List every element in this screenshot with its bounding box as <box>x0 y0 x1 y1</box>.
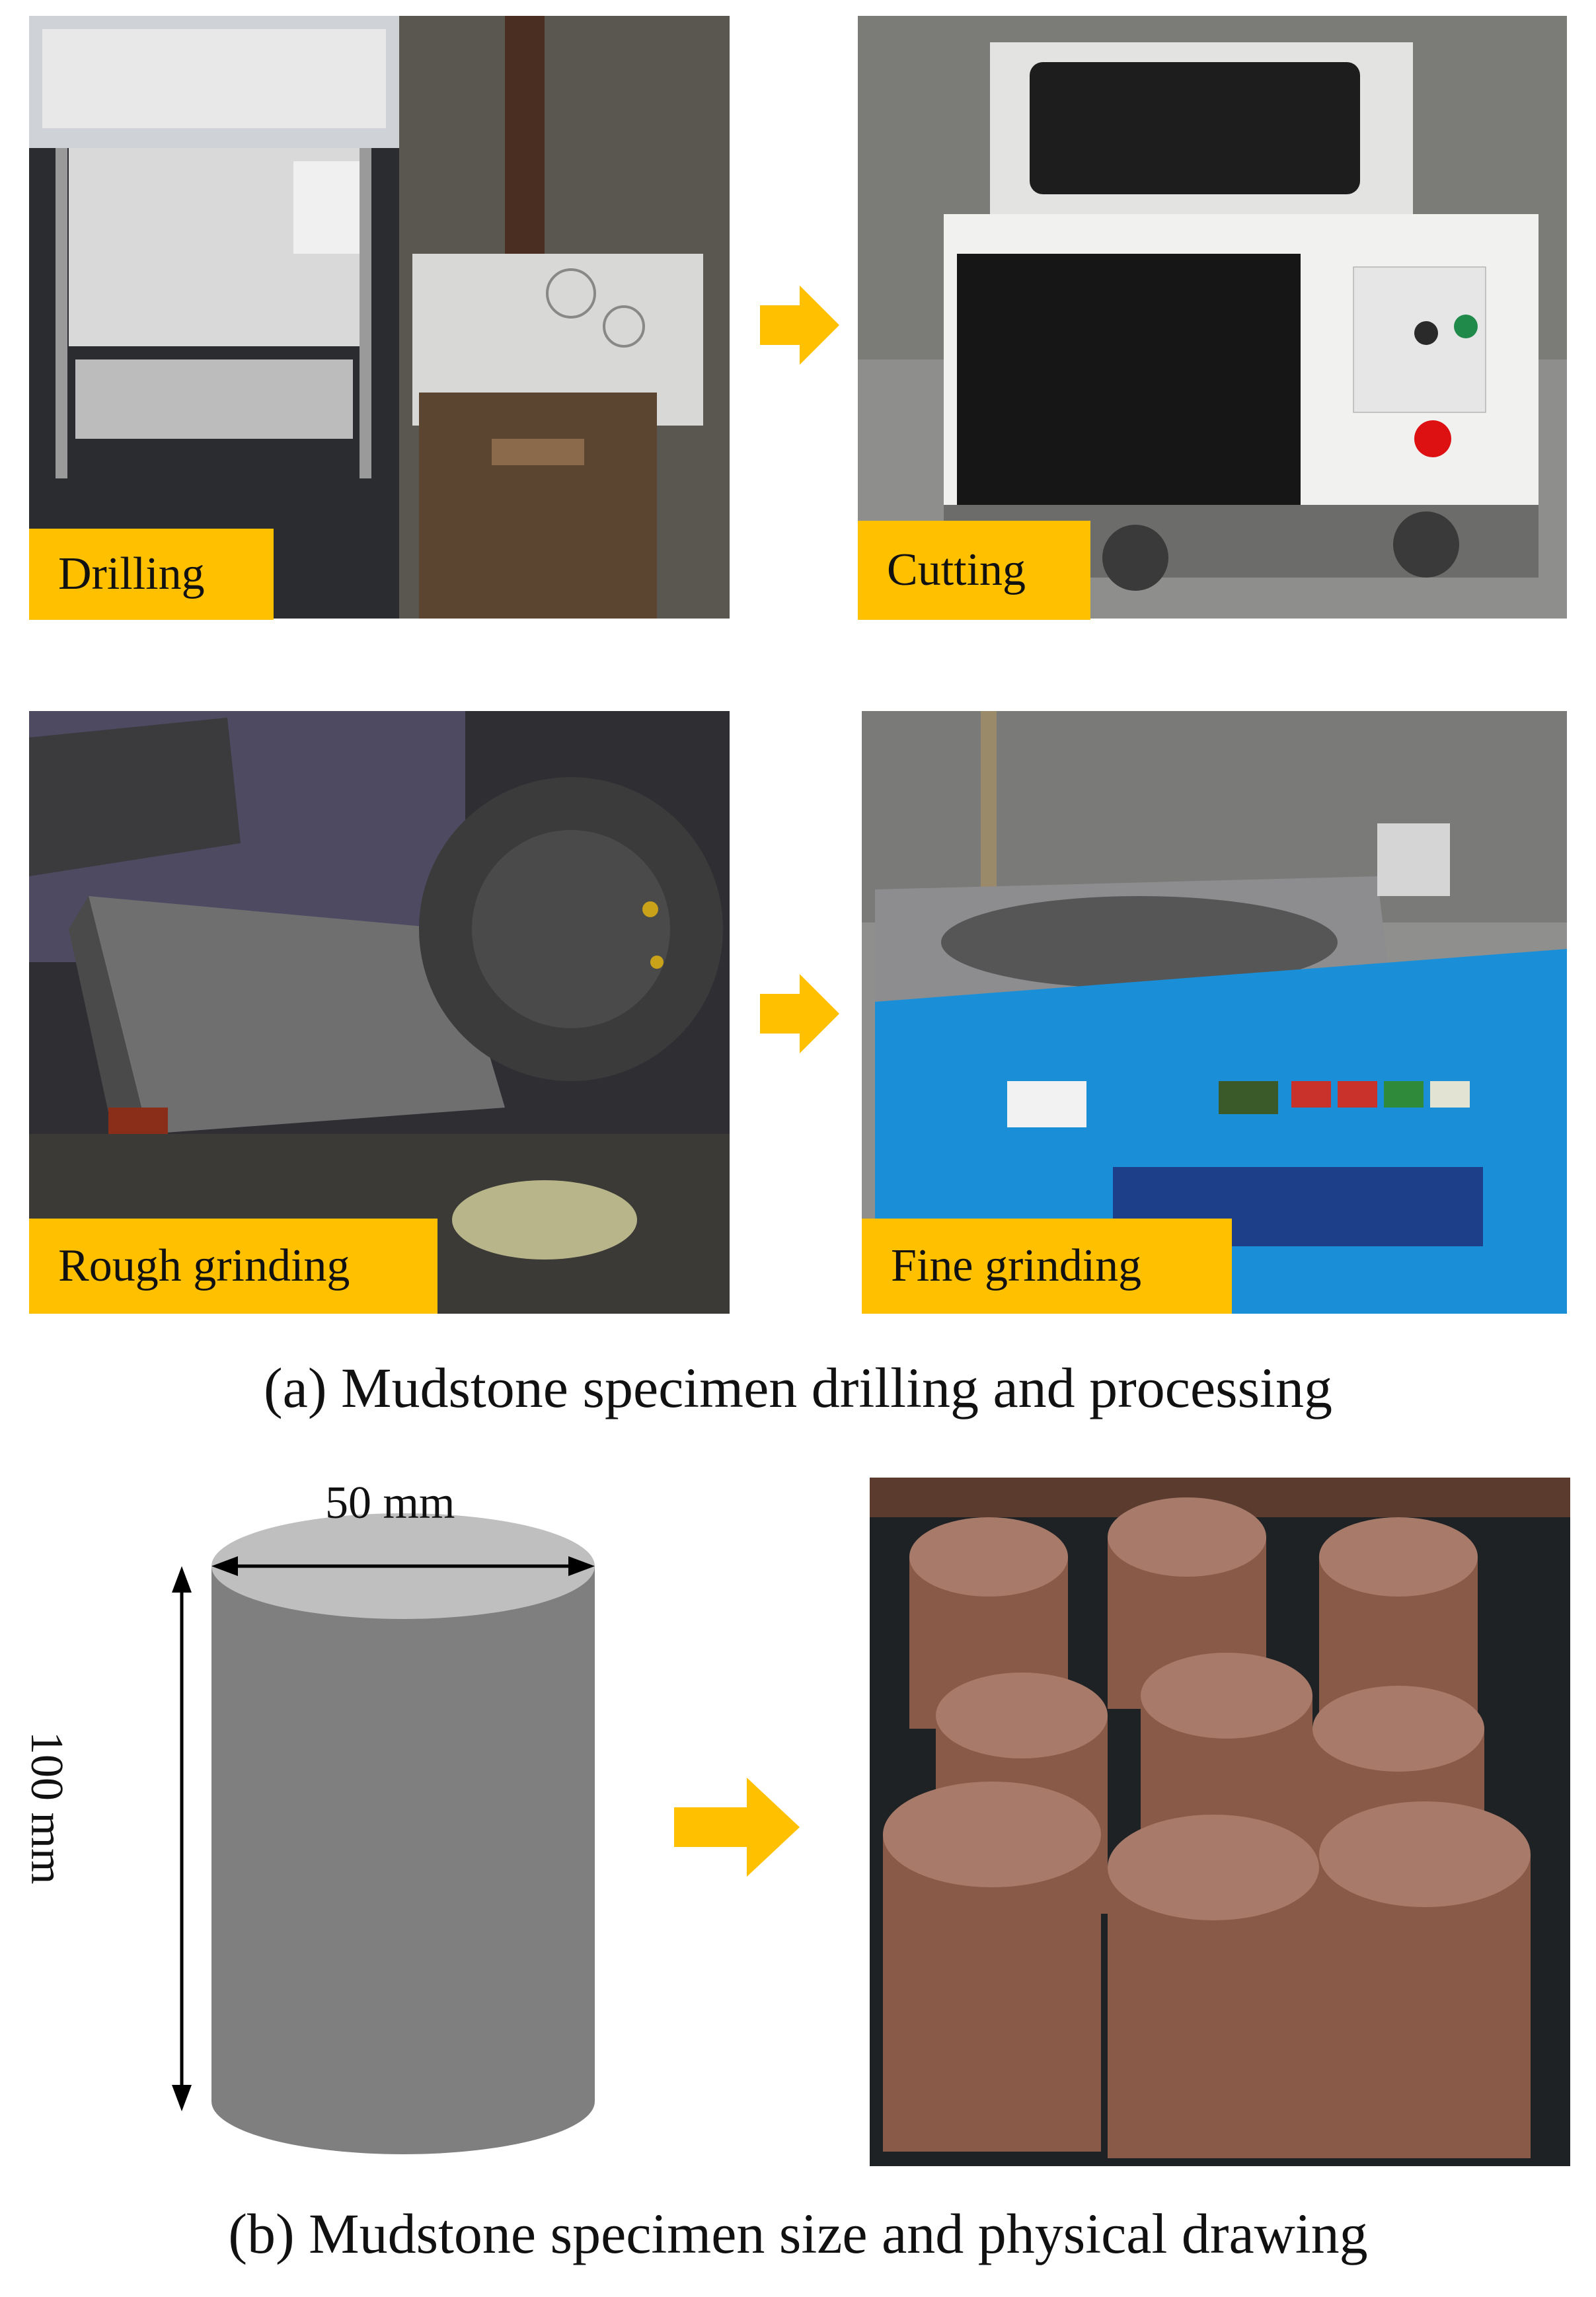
cylinder-diagram <box>172 1513 595 2154</box>
rough-grinding-label: Rough grinding <box>29 1219 437 1314</box>
arrow-right-icon <box>674 1778 800 1877</box>
fine-grinding-label: Fine grinding <box>862 1219 1232 1314</box>
specimens-photo <box>870 1478 1570 2166</box>
caption-a: (a) Mudstone specimen drilling and proce… <box>264 1356 1332 1419</box>
cylinder-body <box>211 1566 595 2101</box>
cutting-label: Cutting <box>858 521 1090 620</box>
caption-b: (b) Mudstone specimen size and physical … <box>228 2202 1368 2265</box>
cutting-photo <box>858 16 1567 619</box>
drilling-photo <box>29 16 730 619</box>
fine-grinding-photo <box>862 711 1567 1314</box>
drilling-label: Drilling <box>29 529 274 620</box>
cylinder-bottom <box>211 2049 595 2154</box>
arrow-right-icon <box>760 974 839 1053</box>
arrow-right-icon <box>760 285 839 365</box>
diameter-label: 50 mm <box>325 1478 455 1528</box>
height-label: 100 mm <box>21 1731 72 1885</box>
